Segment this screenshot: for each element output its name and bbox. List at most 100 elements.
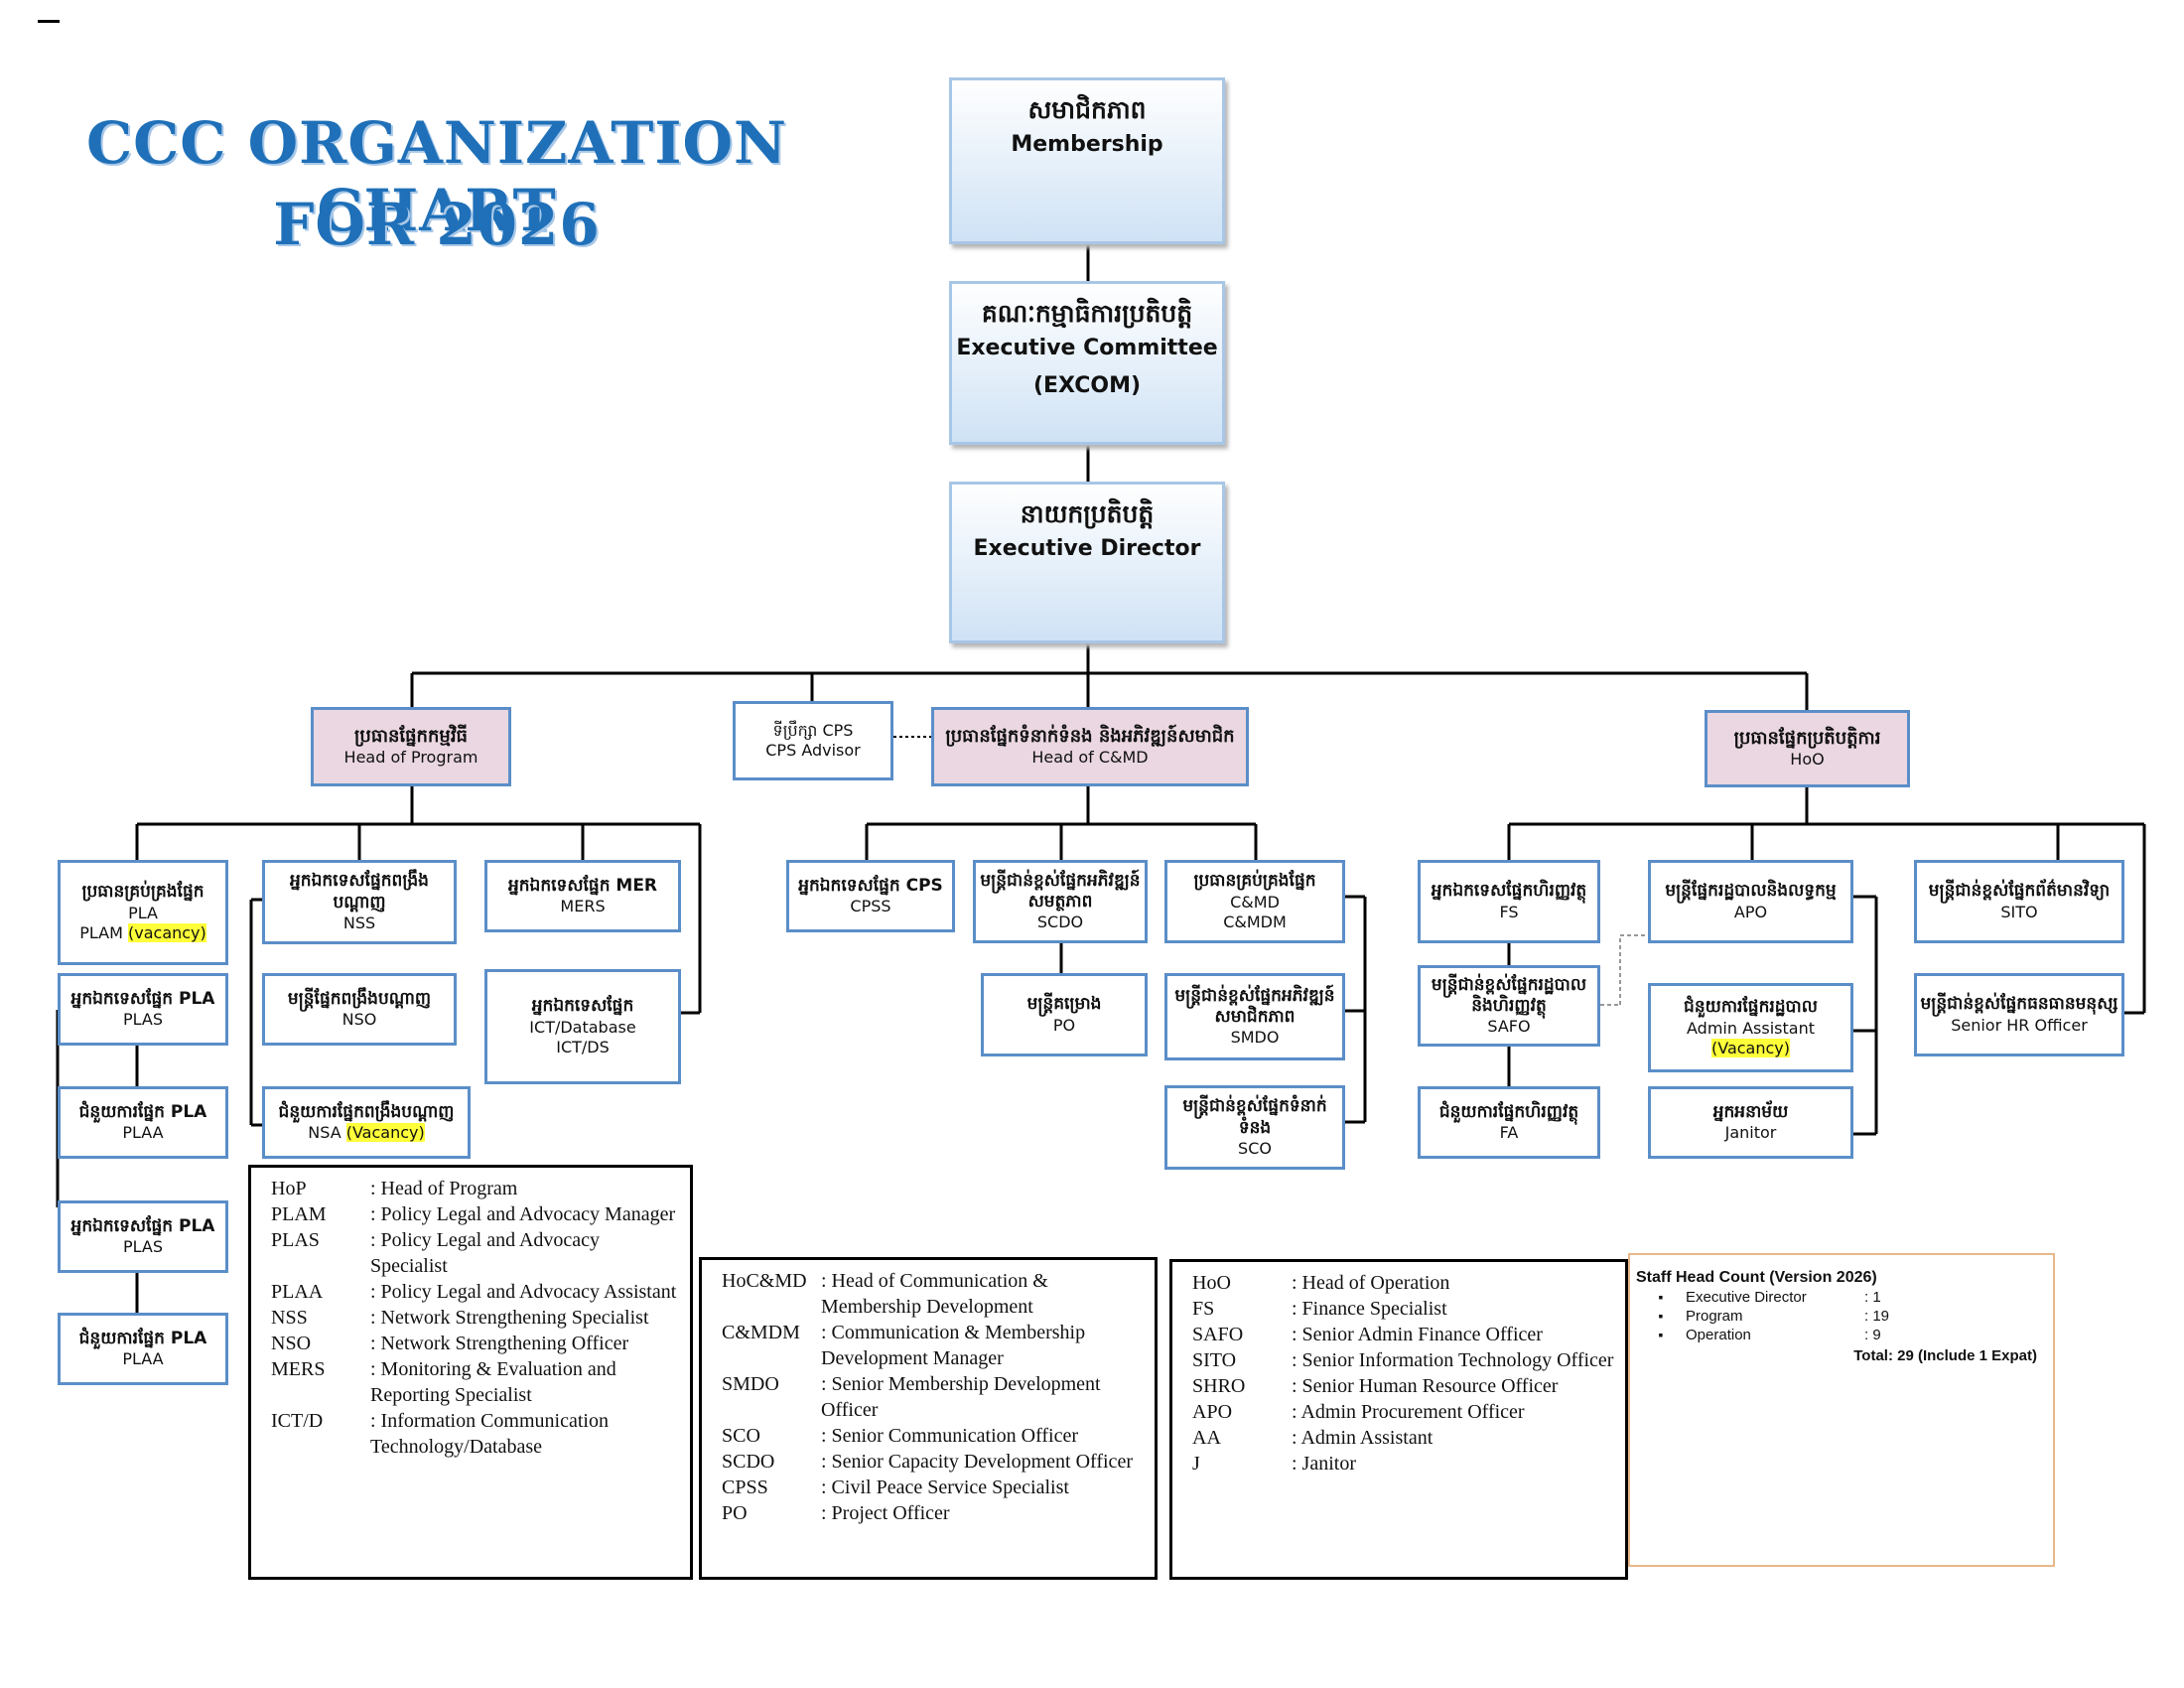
nss-box: អ្នកឯកទេសផ្នែកពង្រឹងបណ្តាញ NSS: [262, 860, 457, 944]
hoo-kh-label: ប្រធានផ្នែកប្រតិបត្តិការ: [1733, 727, 1881, 749]
scdo-box: មន្ត្រីជាន់ខ្ពស់ផ្នែកអភិវឌ្ឍន៍សមត្ថភាព S…: [973, 860, 1148, 943]
legend-row: PLAA: Policy Legal and Advocacy Assistan…: [271, 1279, 680, 1305]
legend-row: J: Janitor: [1192, 1451, 1615, 1477]
plaa1-kh-label: ជំនួយការផ្នែក PLA: [78, 1101, 207, 1122]
headcount-value: : 9: [1864, 1327, 1881, 1343]
nsa-vacancy-note: (Vacancy): [345, 1123, 425, 1143]
plam-box: ប្រធានគ្រប់គ្រងផ្នែក PLA PLAM (vacancy): [58, 860, 228, 965]
plaa1-label: PLAA: [122, 1123, 164, 1143]
legend-definition: : Senior Human Resource Officer: [1292, 1375, 1559, 1397]
legend-abbreviation: ICT/D: [271, 1410, 324, 1432]
legend-row: C&MDM: Communication & Membership Develo…: [722, 1320, 1145, 1371]
plaa-box-2: ជំនួយការផ្នែក PLA PLAA: [58, 1313, 228, 1385]
plas2-label: PLAS: [122, 1237, 164, 1257]
aa-label: Admin Assistant: [1687, 1018, 1815, 1038]
legend-abbreviation: SCDO: [722, 1451, 775, 1473]
cpss-label: CPSS: [850, 897, 891, 916]
legend-definition: : Network Strengthening Specialist: [370, 1307, 649, 1329]
legend-row: NSS : Network Strengthening Specialist: [271, 1305, 680, 1331]
aa-kh-label: ជំនួយការផ្នែករដ្ឋបាល: [1684, 997, 1818, 1018]
legend-abbreviation: SHRO: [1192, 1375, 1246, 1397]
legend-abbreviation: NSS: [271, 1307, 308, 1329]
plas-box-2: អ្នកឯកទេសផ្នែក PLA PLAS: [58, 1200, 228, 1273]
legend-row: MERS: Monitoring & Evaluation and Report…: [271, 1356, 680, 1408]
legend-row: FS: Finance Specialist: [1192, 1296, 1615, 1322]
cpss-kh-label: អ្នកឯកទេសផ្នែក CPS: [798, 875, 943, 896]
ictds-box: អ្នកឯកទេសផ្នែក ICT/Database ICT/DS: [484, 969, 681, 1084]
plas-box-1: អ្នកឯកទេសផ្នែក PLA PLAS: [58, 973, 228, 1046]
fs-label: FS: [1499, 902, 1519, 921]
legend-row: SCO: Senior Communication Officer: [722, 1423, 1145, 1449]
legend-definition: : Policy Legal and Advocacy Manager: [370, 1203, 676, 1225]
legend-cmd-rows: HoC&MD: Head of Communication & Membersh…: [722, 1268, 1145, 1526]
legend-abbreviation: HoC&MD: [722, 1270, 807, 1292]
excom-kh-label: គណៈកម្មាធិការប្រតិបត្តិ: [981, 299, 1193, 328]
fa-box: ជំនួយការផ្នែកហិរញ្ញវត្ថុ FA: [1418, 1086, 1600, 1159]
fa-kh-label: ជំនួយការផ្នែកហិរញ្ញវត្ថុ: [1438, 1101, 1579, 1122]
plaa-box-1: ជំនួយការផ្នែក PLA PLAA: [58, 1086, 228, 1159]
aa-vacancy-note: (Vacancy): [1711, 1038, 1790, 1057]
fs-box: អ្នកឯកទេសផ្នែកហិរញ្ញវត្ថុ FS: [1418, 860, 1600, 943]
janitor-kh-label: អ្នកអនាម័យ: [1712, 1101, 1789, 1122]
fa-label: FA: [1499, 1123, 1519, 1143]
plam-label: PLAM: [79, 922, 123, 942]
excom-box: គណៈកម្មាធិការប្រតិបត្តិ Executive Commit…: [949, 281, 1225, 445]
head-of-program-box: ប្រធានផ្នែកកម្មវិធី Head of Program: [311, 707, 511, 786]
headcount-row: ▪Program: 19: [1636, 1308, 2043, 1325]
plaa2-kh-label: ជំនួយការផ្នែក PLA: [78, 1328, 207, 1348]
legend-definition: : Policy Legal and Advocacy Specialist: [370, 1229, 601, 1277]
legend-abbreviation: AA: [1192, 1427, 1221, 1449]
legend-abbreviation: PLAM: [271, 1203, 327, 1225]
cmdm-dept-label: C&MD: [1230, 892, 1280, 912]
legend-row: PLAS: Policy Legal and Advocacy Speciali…: [271, 1227, 680, 1279]
sco-box: មន្ត្រីជាន់ខ្ពស់ផ្នែកទំនាក់ទំនង SCO: [1164, 1085, 1345, 1170]
apo-box: មន្ត្រីផ្នែករដ្ឋបាលនិងលទ្ធកម្ម APO: [1648, 860, 1853, 943]
legend-definition: : Project Officer: [821, 1502, 950, 1524]
ed-label: Executive Director: [973, 536, 1201, 562]
legend-abbreviation: CPSS: [722, 1477, 768, 1498]
legend-definition: : Senior Capacity Development Officer: [821, 1451, 1133, 1473]
scdo-kh-label: មន្ត្រីជាន់ខ្ពស់ផ្នែកអភិវឌ្ឍន៍សមត្ថភាព: [980, 870, 1141, 912]
legend-definition: : Senior Communication Officer: [821, 1425, 1079, 1447]
cmdm-box: ប្រធានគ្រប់គ្រងផ្នែក C&MD C&MDM: [1164, 860, 1345, 943]
cmdm-label: C&MDM: [1223, 912, 1287, 931]
legend-abbreviation: C&MDM: [722, 1322, 800, 1343]
chart-subtitle: FOR 2026: [273, 191, 601, 258]
legend-row: SHRO : Senior Human Resource Officer: [1192, 1373, 1615, 1399]
legend-abbreviation: HoO: [1192, 1272, 1231, 1294]
legend-abbreviation: HoP: [271, 1178, 307, 1199]
legend-definition: : Senior Membership Development Officer: [821, 1373, 1101, 1421]
legend-abbreviation: FS: [1192, 1298, 1215, 1320]
ictds-label: ICT/DS: [556, 1037, 610, 1056]
executive-director-box: នាយកប្រតិបត្តិ Executive Director: [949, 482, 1225, 643]
shro-kh-label: មន្ត្រីជាន់ខ្ពស់ផ្នែកធនធានមនុស្ស: [1920, 994, 2118, 1015]
legend-row: HoC&MD: Head of Communication & Membersh…: [722, 1268, 1145, 1320]
legend-row: HoP: Head of Program: [271, 1176, 680, 1201]
nsa-box: ជំនួយការផ្នែកពង្រឹងបណ្តាញ NSA (Vacancy): [262, 1086, 471, 1159]
legend-definition: : Janitor: [1292, 1453, 1356, 1475]
headcount-value: : 19: [1864, 1308, 1890, 1325]
legend-definition: : Monitoring & Evaluation and Reporting …: [370, 1358, 616, 1406]
sito-box: មន្ត្រីជាន់ខ្ពស់ផ្នែកព័ត៌មានវិទ្យា SITO: [1914, 860, 2124, 943]
legend-abbreviation: SMDO: [722, 1373, 779, 1395]
head-of-operation-box: ប្រធានផ្នែកប្រតិបត្តិការ HoO: [1705, 710, 1910, 787]
safo-box: មន្ត្រីជាន់ខ្ពស់ផ្នែករដ្ឋបាលនិងហិរញ្ញវត្…: [1418, 965, 1600, 1047]
corner-dash: [38, 20, 60, 23]
nss-kh-label: អ្នកឯកទេសផ្នែកពង្រឹងបណ្តាញ: [290, 871, 429, 913]
sito-label: SITO: [2000, 902, 2038, 921]
legend-row: APO: Admin Procurement Officer: [1192, 1399, 1615, 1425]
headcount-row: ▪Executive Director: 1: [1636, 1289, 2043, 1306]
membership-box: សមាជិកភាព Membership: [949, 77, 1225, 244]
excom-label: Executive Committee: [956, 336, 1218, 361]
headcount-row: ▪Operation: 9: [1636, 1327, 2043, 1343]
fs-kh-label: អ្នកឯកទេសផ្នែកហិរញ្ញវត្ថុ: [1431, 881, 1587, 902]
headcount-value: : 1: [1864, 1289, 1881, 1306]
membership-kh-label: សមាជិកភាព: [1027, 95, 1147, 124]
sito-kh-label: មន្ត្រីជាន់ខ្ពស់ផ្នែកព័ត៌មានវិទ្យា: [1928, 881, 2111, 902]
legend-abbreviation: PO: [722, 1502, 748, 1524]
cmdm-kh-label: ប្រធានគ្រប់គ្រងផ្នែក: [1193, 871, 1316, 892]
smdo-label: SMDO: [1230, 1028, 1280, 1048]
legend-abbreviation: SAFO: [1192, 1324, 1244, 1345]
plas1-kh-label: អ្នកឯកទេសផ្នែក PLA: [70, 988, 215, 1009]
